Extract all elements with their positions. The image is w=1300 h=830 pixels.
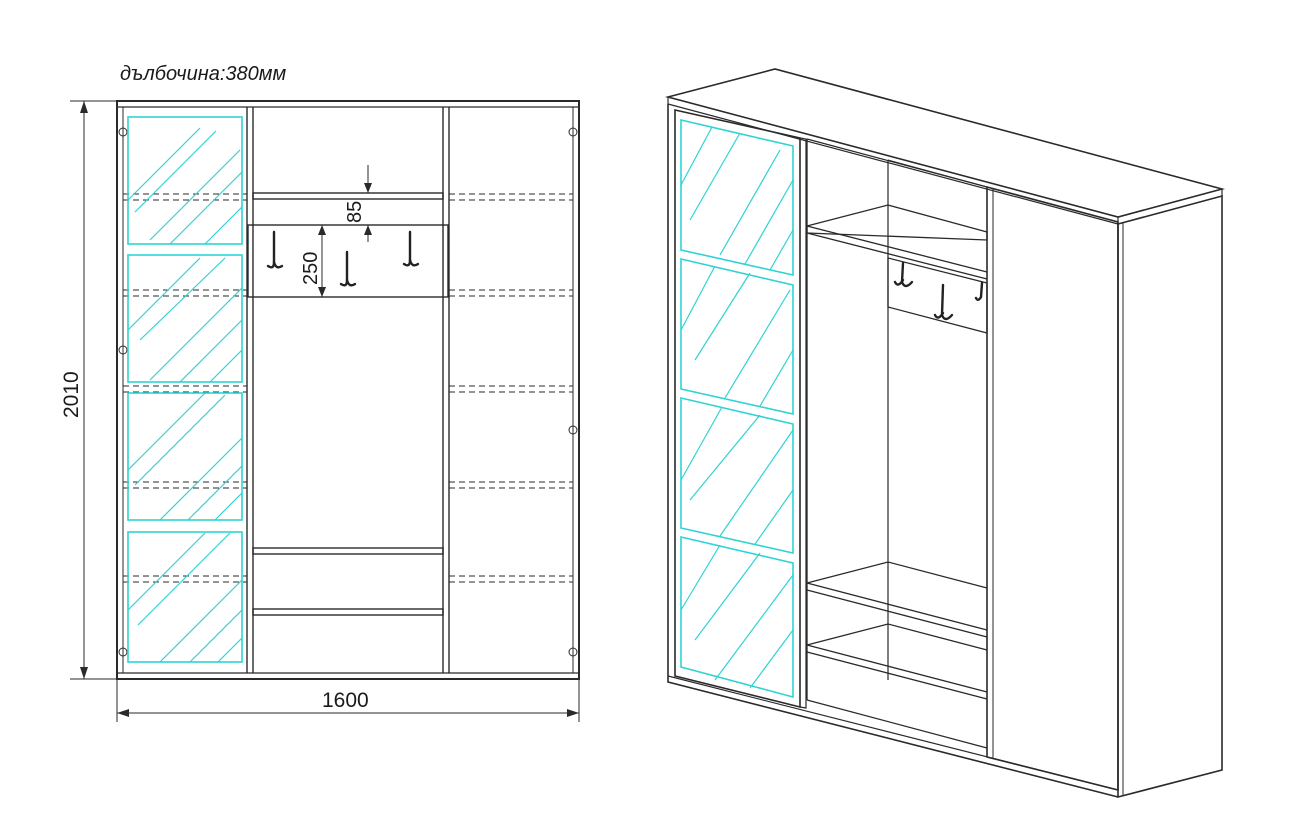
- right-hidden-shelves: [449, 193, 573, 583]
- mirror-glass-panels: [680, 118, 794, 699]
- hinge-marks: [118, 127, 578, 657]
- shelf-gap-value: 85: [344, 201, 366, 223]
- coat-hook-icon: [339, 250, 357, 287]
- coat-hook-icon: [402, 230, 420, 267]
- hook-panel-dimension: [318, 225, 326, 297]
- iso-right-door: [986, 185, 1119, 792]
- shelf-gap-dimension: [364, 165, 372, 242]
- height-dimension: [70, 100, 117, 680]
- left-hidden-shelves: [123, 193, 247, 583]
- coat-hook-icon: [933, 283, 954, 321]
- hook-panel: [247, 224, 449, 298]
- middle-shelves: [252, 192, 444, 616]
- front-carcass-outline: [116, 100, 580, 680]
- coat-hook-icon: [893, 261, 914, 288]
- hook-panel-height-value: 250: [300, 252, 322, 285]
- coat-hook-icon: [266, 230, 284, 269]
- iso-top: [664, 68, 1226, 218]
- front-view: дълбочина:380мм: [60, 63, 580, 722]
- iso-middle-compartment: [806, 138, 988, 749]
- coat-hook-icon: [974, 281, 984, 301]
- height-value: 2010: [60, 371, 83, 418]
- iso-right-side: [1117, 194, 1223, 799]
- depth-label: дълбочина:380мм: [120, 63, 286, 85]
- mirror-glass-panels: [127, 116, 243, 663]
- width-dimension: [116, 679, 580, 722]
- width-value: 1600: [322, 689, 369, 712]
- isometric-view: [664, 68, 1226, 799]
